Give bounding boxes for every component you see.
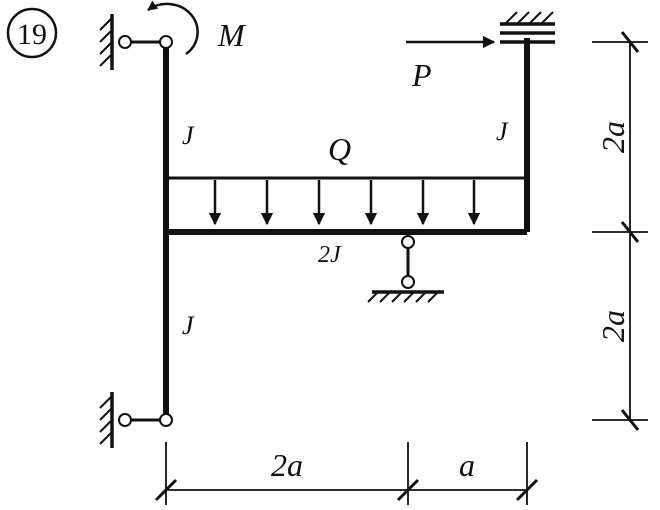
beam-stiffness: 2J [318,242,342,268]
distributed-load-label: Q [328,131,351,167]
bottom-left-pin-support [99,392,173,448]
horizontal-dimension-lines [154,442,539,505]
vertical-dimension-lines [592,31,648,431]
left-column-lower-stiffness: J [182,311,195,340]
top-right-roller-support [500,11,555,44]
moment-label: M [217,17,247,53]
frame-members [163,38,530,420]
beam-roller-support [367,235,444,303]
figure-number: 19 [17,18,47,51]
distributed-load-arrows [208,180,481,226]
vertical-dimension-upper: 2a [595,121,631,153]
moment-arrow [147,0,199,56]
right-column-stiffness: J [496,117,509,146]
horizontal-dimension-right: a [459,447,475,483]
top-left-pin-support [99,14,173,70]
horizontal-dimension-left: 2a [271,447,303,483]
left-column-upper-stiffness: J [182,121,195,150]
bottom-hinge [159,413,173,427]
force-label: P [411,57,432,93]
top-hinge [159,35,173,49]
figure-number-badge: 19 [6,7,58,59]
vertical-dimension-lower: 2a [595,310,631,342]
